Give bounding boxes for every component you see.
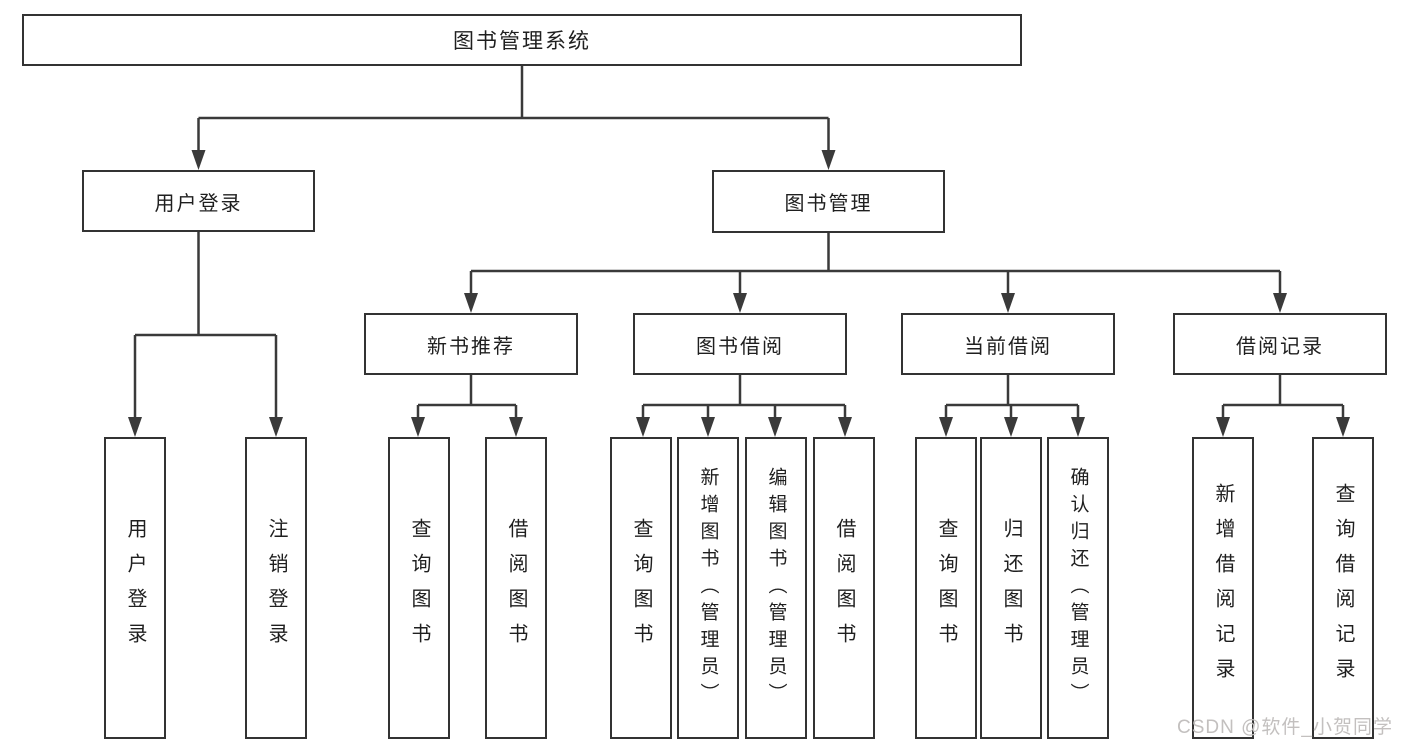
node-label: 查询图书 xyxy=(630,518,652,658)
node-label: 查询图书 xyxy=(935,518,957,658)
node-label: 归还图书 xyxy=(1000,518,1022,658)
node-label: 图书管理 xyxy=(784,193,873,215)
node-book-management: 图书管理 xyxy=(712,170,945,233)
csdn-watermark: CSDN @软件_小贺同学 xyxy=(1177,717,1393,738)
leaf-bb-add-book-admin: 新增图书（管理员） xyxy=(677,437,739,739)
leaf-logout: 注销登录 xyxy=(245,437,307,739)
node-label: 查询图书 xyxy=(408,518,430,658)
leaf-cb-return-book: 归还图书 xyxy=(980,437,1042,739)
leaf-bb-edit-book-admin: 编辑图书（管理员） xyxy=(745,437,807,739)
leaf-rec-borrow-book: 借阅图书 xyxy=(485,437,547,739)
leaf-cb-query-book: 查询图书 xyxy=(915,437,977,739)
node-label: 查询借阅记录 xyxy=(1332,483,1354,693)
leaf-cb-confirm-return-admin: 确认归还（管理员） xyxy=(1047,437,1109,739)
node-label: 注销登录 xyxy=(265,518,287,658)
node-current-borrowing: 当前借阅 xyxy=(901,313,1115,375)
node-label: 当前借阅 xyxy=(964,335,1052,358)
node-label: 图书管理系统 xyxy=(453,30,591,53)
leaf-br-query-record: 查询借阅记录 xyxy=(1312,437,1374,739)
node-borrowing-records: 借阅记录 xyxy=(1173,313,1387,375)
node-label: 新增借阅记录 xyxy=(1212,483,1234,693)
leaf-rec-query-book: 查询图书 xyxy=(388,437,450,739)
leaf-user-login: 用户登录 xyxy=(104,437,166,739)
node-label: 借阅图书 xyxy=(505,518,527,658)
node-book-borrowing: 图书借阅 xyxy=(633,313,847,375)
node-label: 借阅图书 xyxy=(833,518,855,658)
leaf-br-add-record: 新增借阅记录 xyxy=(1192,437,1254,739)
node-label: 新书推荐 xyxy=(427,335,515,358)
node-user-login: 用户登录 xyxy=(82,170,315,232)
node-library-management-system: 图书管理系统 xyxy=(22,14,1022,66)
node-label: 借阅记录 xyxy=(1236,335,1324,358)
node-label: 确认归还（管理员） xyxy=(1067,466,1089,710)
node-label: 新增图书（管理员） xyxy=(697,466,719,710)
node-label: 编辑图书（管理员） xyxy=(765,466,787,710)
node-label: 用户登录 xyxy=(124,518,146,658)
node-label: 用户登录 xyxy=(154,192,243,215)
leaf-bb-borrow-book: 借阅图书 xyxy=(813,437,875,739)
leaf-bb-query-book: 查询图书 xyxy=(610,437,672,739)
node-new-book-recommendation: 新书推荐 xyxy=(364,313,578,375)
node-label: 图书借阅 xyxy=(696,335,784,358)
